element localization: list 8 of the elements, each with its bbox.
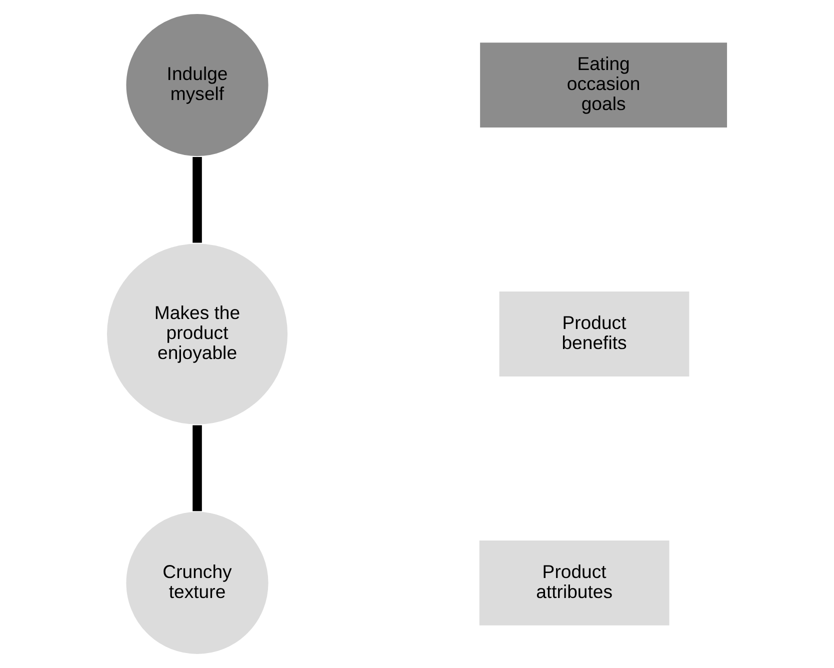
connector bbox=[192, 156, 202, 243]
node-box: Eating occasion goals bbox=[478, 41, 728, 129]
node-box: Product benefits bbox=[498, 290, 691, 378]
node-circle: Crunchy texture bbox=[124, 510, 270, 656]
node-box: Product attributes bbox=[478, 539, 671, 627]
node-circle: Makes the product enjoyable bbox=[106, 242, 289, 426]
connector bbox=[192, 425, 202, 512]
node-circle: Indulge myself bbox=[124, 12, 270, 158]
